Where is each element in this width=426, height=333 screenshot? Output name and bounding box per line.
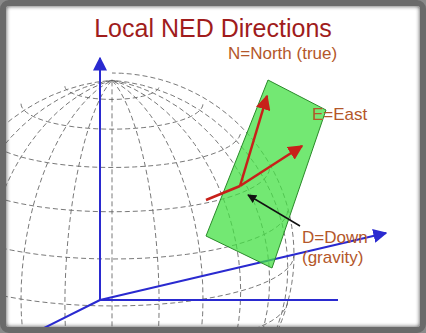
direction-label: N=North (true) bbox=[228, 44, 378, 64]
east-arrow bbox=[240, 146, 302, 186]
down-arrow bbox=[206, 186, 240, 200]
diagram-title: Local NED Directions bbox=[6, 14, 420, 42]
z-axis bbox=[99, 58, 101, 300]
grid-line bbox=[112, 80, 203, 327]
grid-line bbox=[6, 255, 294, 306]
direction-label: E=East bbox=[312, 105, 402, 125]
grid-line bbox=[6, 80, 112, 327]
grid-line bbox=[112, 80, 113, 327]
axis-stub bbox=[40, 300, 100, 327]
grid-line bbox=[65, 80, 112, 327]
y-axis bbox=[100, 299, 338, 301]
direction-label: D=Down (gravity) bbox=[302, 228, 398, 268]
grid-line bbox=[6, 80, 112, 327]
grid-line bbox=[21, 80, 112, 327]
grid-line bbox=[6, 300, 288, 327]
grid-line bbox=[6, 131, 241, 167]
grid-line bbox=[6, 80, 112, 327]
ned-illustration bbox=[6, 6, 420, 327]
leader-line bbox=[248, 195, 300, 226]
